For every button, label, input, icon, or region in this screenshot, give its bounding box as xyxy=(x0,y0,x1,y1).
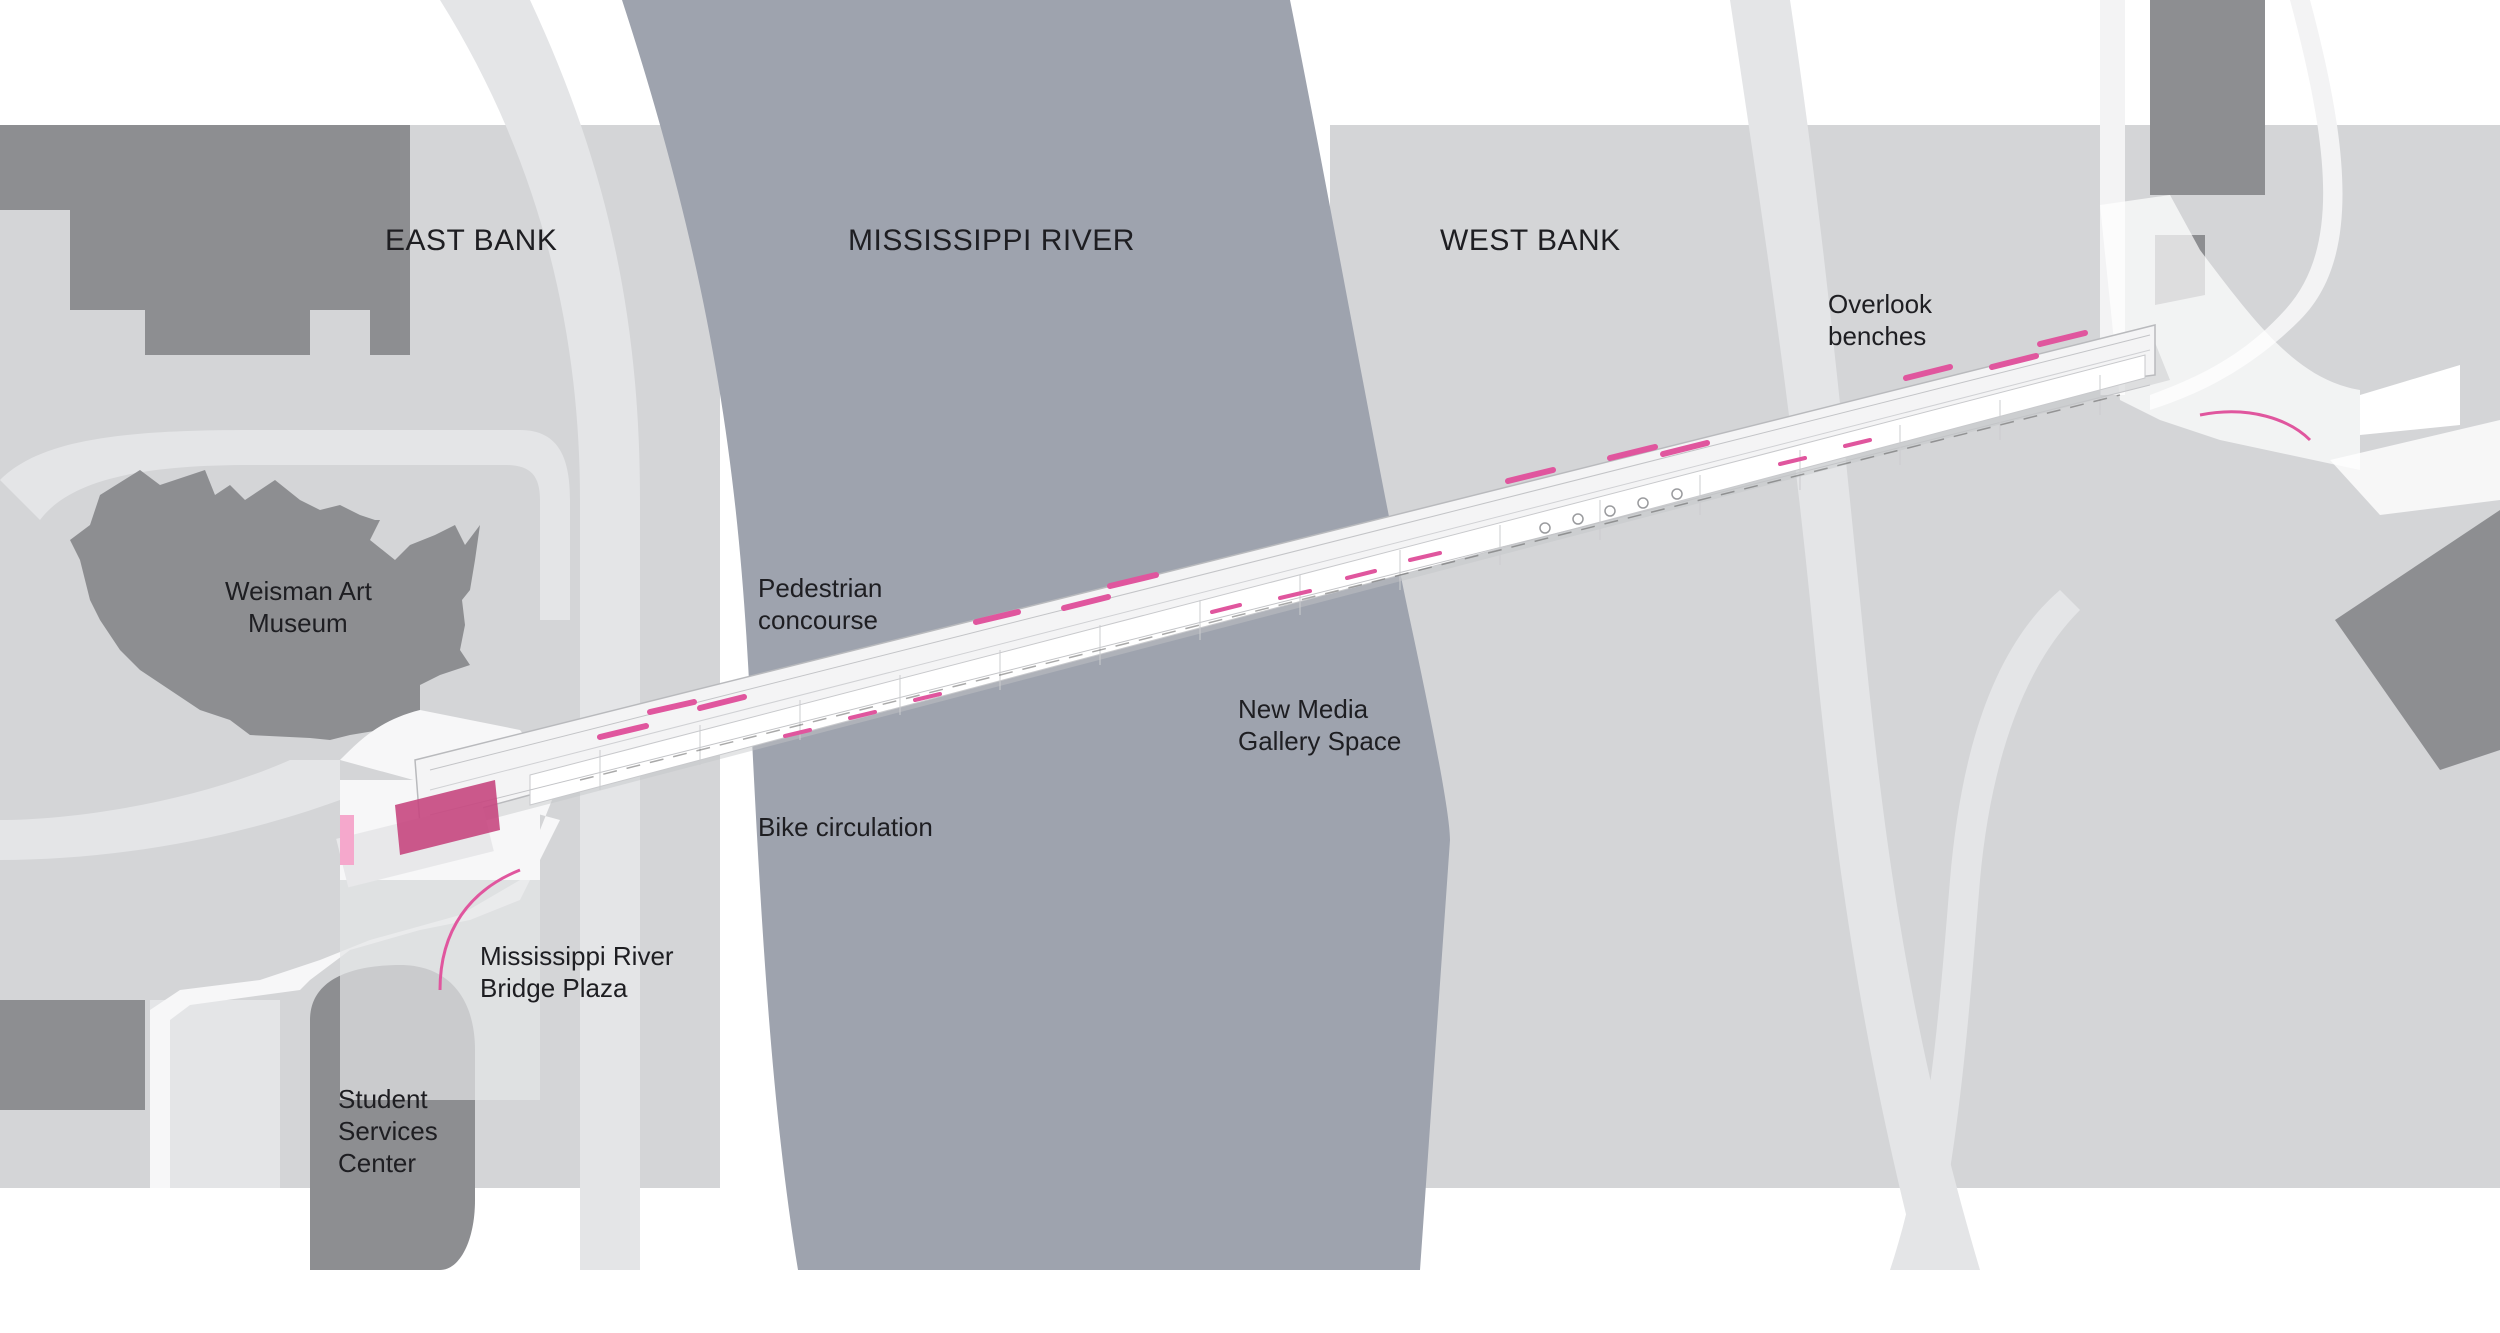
pedestrian-label-line2: concourse xyxy=(758,605,878,635)
weisman-art-museum-building xyxy=(70,470,480,740)
gallery-label-line2: Gallery Space xyxy=(1238,726,1401,756)
overlook-label-line1: Overlook xyxy=(1828,289,1933,319)
east-bank-label: EAST BANK xyxy=(385,224,557,257)
northwest-building xyxy=(0,125,410,355)
weisman-label-line2: Museum xyxy=(248,608,348,638)
student-label-line2: Services xyxy=(338,1116,438,1146)
map-labels: EAST BANK MISSISSIPPI RIVER WEST BANK We… xyxy=(225,224,1933,1178)
student-label-line3: Center xyxy=(338,1148,416,1178)
northeast-building xyxy=(2150,0,2265,195)
east-entry xyxy=(336,780,500,888)
overlook-benches xyxy=(597,330,2088,740)
plaza-label-line2: Bridge Plaza xyxy=(480,973,628,1003)
bike-curves xyxy=(438,410,2312,991)
southwest-building xyxy=(0,1000,145,1110)
west-bank-label: WEST BANK xyxy=(1440,224,1621,257)
gallery-label-line1: New Media xyxy=(1238,694,1369,724)
weisman-label-line1: Weisman Art xyxy=(225,576,373,606)
overlook-label-line2: benches xyxy=(1828,321,1926,351)
river-label: MISSISSIPPI RIVER xyxy=(848,224,1135,257)
east-building xyxy=(2335,510,2500,770)
entry-ramp xyxy=(395,780,500,855)
path-network xyxy=(0,0,2080,1270)
bike-lane-markers xyxy=(783,438,1872,738)
student-label-line1: Student xyxy=(338,1084,428,1114)
plaza-label-line1: Mississippi River xyxy=(480,941,674,971)
west-end-plaza xyxy=(2100,195,2500,515)
pedestrian-label-line1: Pedestrian xyxy=(758,573,882,603)
bridge-deck xyxy=(414,324,2170,835)
bike-circulation-label: Bike circulation xyxy=(758,812,933,842)
